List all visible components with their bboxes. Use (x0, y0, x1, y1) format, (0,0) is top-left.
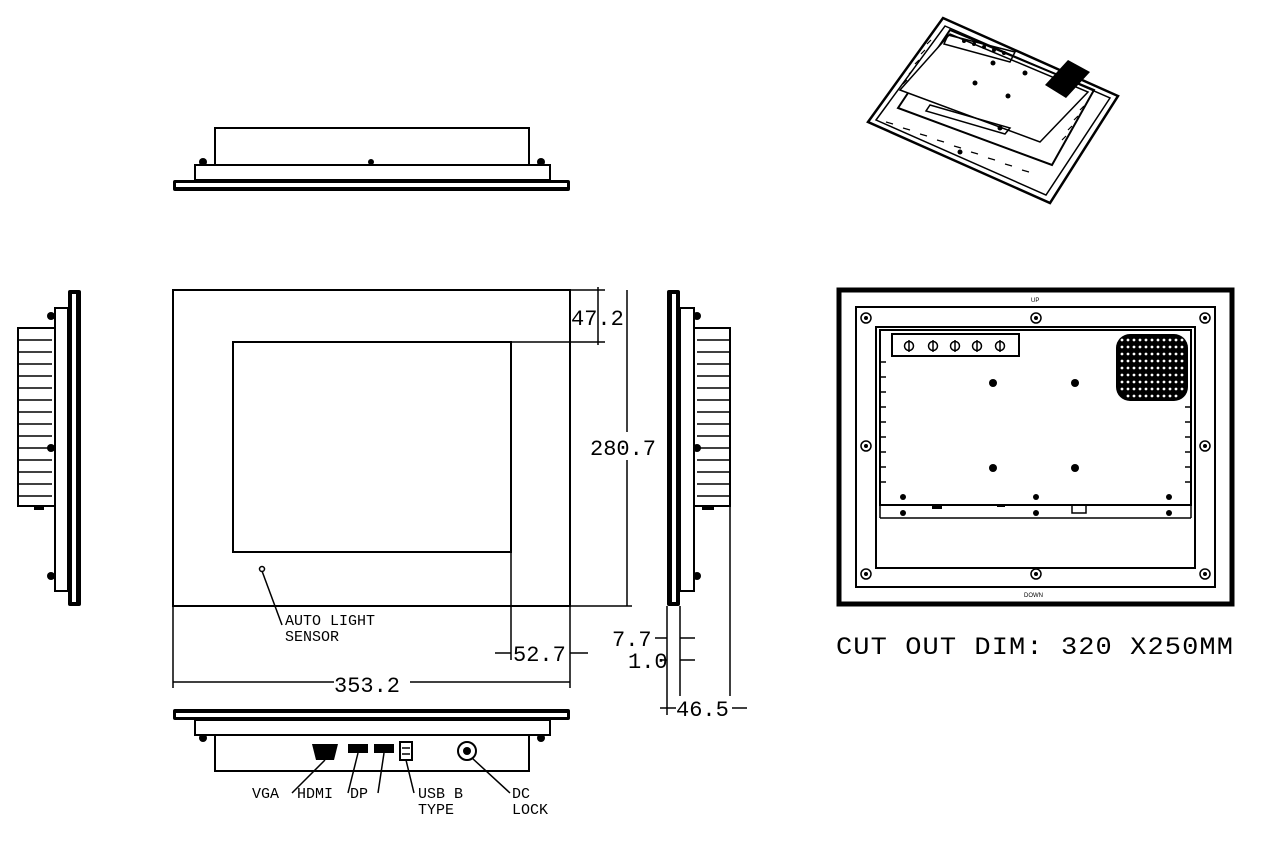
sensor-label-2: SENSOR (285, 629, 339, 646)
right-fins (697, 339, 730, 497)
dc-label-2: LOCK (512, 802, 548, 819)
dim-depth: 46.5 (676, 698, 729, 723)
usb-b-port (399, 741, 413, 761)
dim-height: 280.7 (590, 437, 656, 462)
dp-label: DP (350, 786, 368, 803)
usb-label-2: TYPE (418, 802, 454, 819)
screen-area (232, 341, 512, 553)
isometric-view (866, 16, 1120, 205)
left-side-view (17, 290, 81, 606)
light-sensor-dot (258, 565, 266, 573)
usb-label-1: USB B (418, 786, 463, 803)
dim-thickness-b: 1.0 (628, 650, 668, 675)
hdmi-label: HDMI (297, 786, 333, 803)
dim-width: 353.2 (334, 674, 400, 699)
right-side-view (667, 290, 731, 606)
dim-side-bezel: 52.7 (513, 643, 566, 668)
dp-port (374, 744, 394, 753)
left-fins (18, 339, 52, 497)
port-panel-connectors (903, 340, 1006, 352)
rear-down-mark: DOWN (1024, 593, 1043, 599)
vga-port (312, 744, 338, 760)
rear-view: UP DOWN (836, 287, 1235, 607)
cutout-dimension: CUT OUT DIM: 320 X250MM (836, 633, 1234, 662)
top-view (173, 127, 570, 191)
front-view: AUTO LIGHT SENSOR (172, 289, 571, 646)
hdmi-port (348, 744, 368, 753)
rear-up-mark: UP (1031, 298, 1039, 304)
dc-label-1: DC (512, 786, 530, 803)
vga-label: VGA (252, 786, 279, 803)
sensor-label-1: AUTO LIGHT (285, 613, 375, 630)
dc-lock-port (457, 741, 477, 761)
front-dimensions: 47.2 280.7 52.7 353.2 (172, 287, 660, 699)
bottom-view: VGA HDMI DP USB B TYPE DC LOCK (173, 709, 570, 819)
side-dimensions: 7.7 1.0 46.5 (612, 506, 747, 723)
dim-top-bezel: 47.2 (571, 307, 624, 332)
dim-thickness-a: 7.7 (612, 628, 652, 653)
